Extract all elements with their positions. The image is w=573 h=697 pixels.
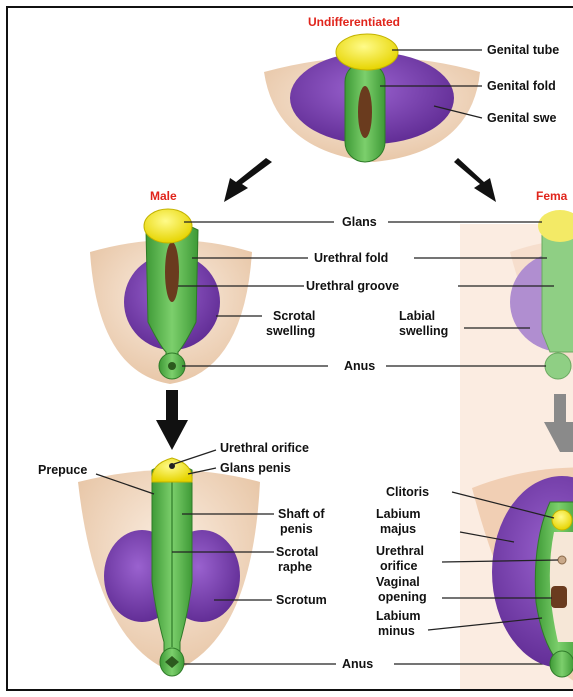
- label-glans: Glans: [342, 215, 377, 229]
- label-shaft-of-penis-line2: penis: [280, 522, 313, 536]
- label-labial-swelling-line1: Labial: [399, 309, 435, 323]
- undifferentiated-illustration: [264, 34, 480, 162]
- heading-male: Male: [150, 189, 177, 203]
- label-anus-middle: Anus: [344, 359, 375, 373]
- label-prepuce: Prepuce: [38, 463, 87, 477]
- label-scrotum: Scrotum: [276, 593, 327, 607]
- label-glans-penis: Glans penis: [220, 461, 291, 475]
- label-genital-tubercle: Genital tube: [487, 43, 559, 57]
- label-labium-minus-line1: Labium: [376, 609, 420, 623]
- heading-female: Fema: [536, 189, 568, 203]
- label-shaft-of-penis-line1: Shaft of: [278, 507, 325, 521]
- label-urethral-orifice-female-line2: orifice: [380, 559, 418, 573]
- label-urethral-orifice-female-line1: Urethral: [376, 544, 424, 558]
- label-scrotal-swelling-line2: swelling: [266, 324, 315, 338]
- genital-development-diagram: Undifferentiated Genital tube Genital fo…: [8, 8, 573, 691]
- label-urethral-groove: Urethral groove: [306, 279, 399, 293]
- label-clitoris: Clitoris: [386, 485, 429, 499]
- heading-undifferentiated: Undifferentiated: [308, 15, 400, 29]
- label-labial-swelling-line2: swelling: [399, 324, 448, 338]
- label-labium-majus-line2: majus: [380, 522, 416, 536]
- label-vaginal-opening-line1: Vaginal: [376, 575, 420, 589]
- label-vaginal-opening-line2: opening: [378, 590, 427, 604]
- label-urethral-orifice-male: Urethral orifice: [220, 441, 309, 455]
- label-scrotal-swelling-line1: Scrotal: [273, 309, 315, 323]
- label-scrotal-raphe-line2: raphe: [278, 560, 312, 574]
- arrow-down-male: [156, 390, 188, 450]
- male-mature-illustration: [78, 458, 260, 676]
- arrow-to-male: [224, 158, 272, 202]
- figure-frame: Undifferentiated Genital tube Genital fo…: [6, 6, 573, 691]
- label-urethral-fold: Urethral fold: [314, 251, 388, 265]
- label-labium-minus-line2: minus: [378, 624, 415, 638]
- label-labium-majus-line1: Labium: [376, 507, 420, 521]
- label-genital-swelling: Genital swe: [487, 111, 557, 125]
- male-early-illustration: [90, 209, 252, 384]
- label-scrotal-raphe-line1: Scrotal: [276, 545, 318, 559]
- label-anus-bottom: Anus: [342, 657, 373, 671]
- label-genital-fold: Genital fold: [487, 79, 556, 93]
- arrow-to-female: [454, 158, 496, 202]
